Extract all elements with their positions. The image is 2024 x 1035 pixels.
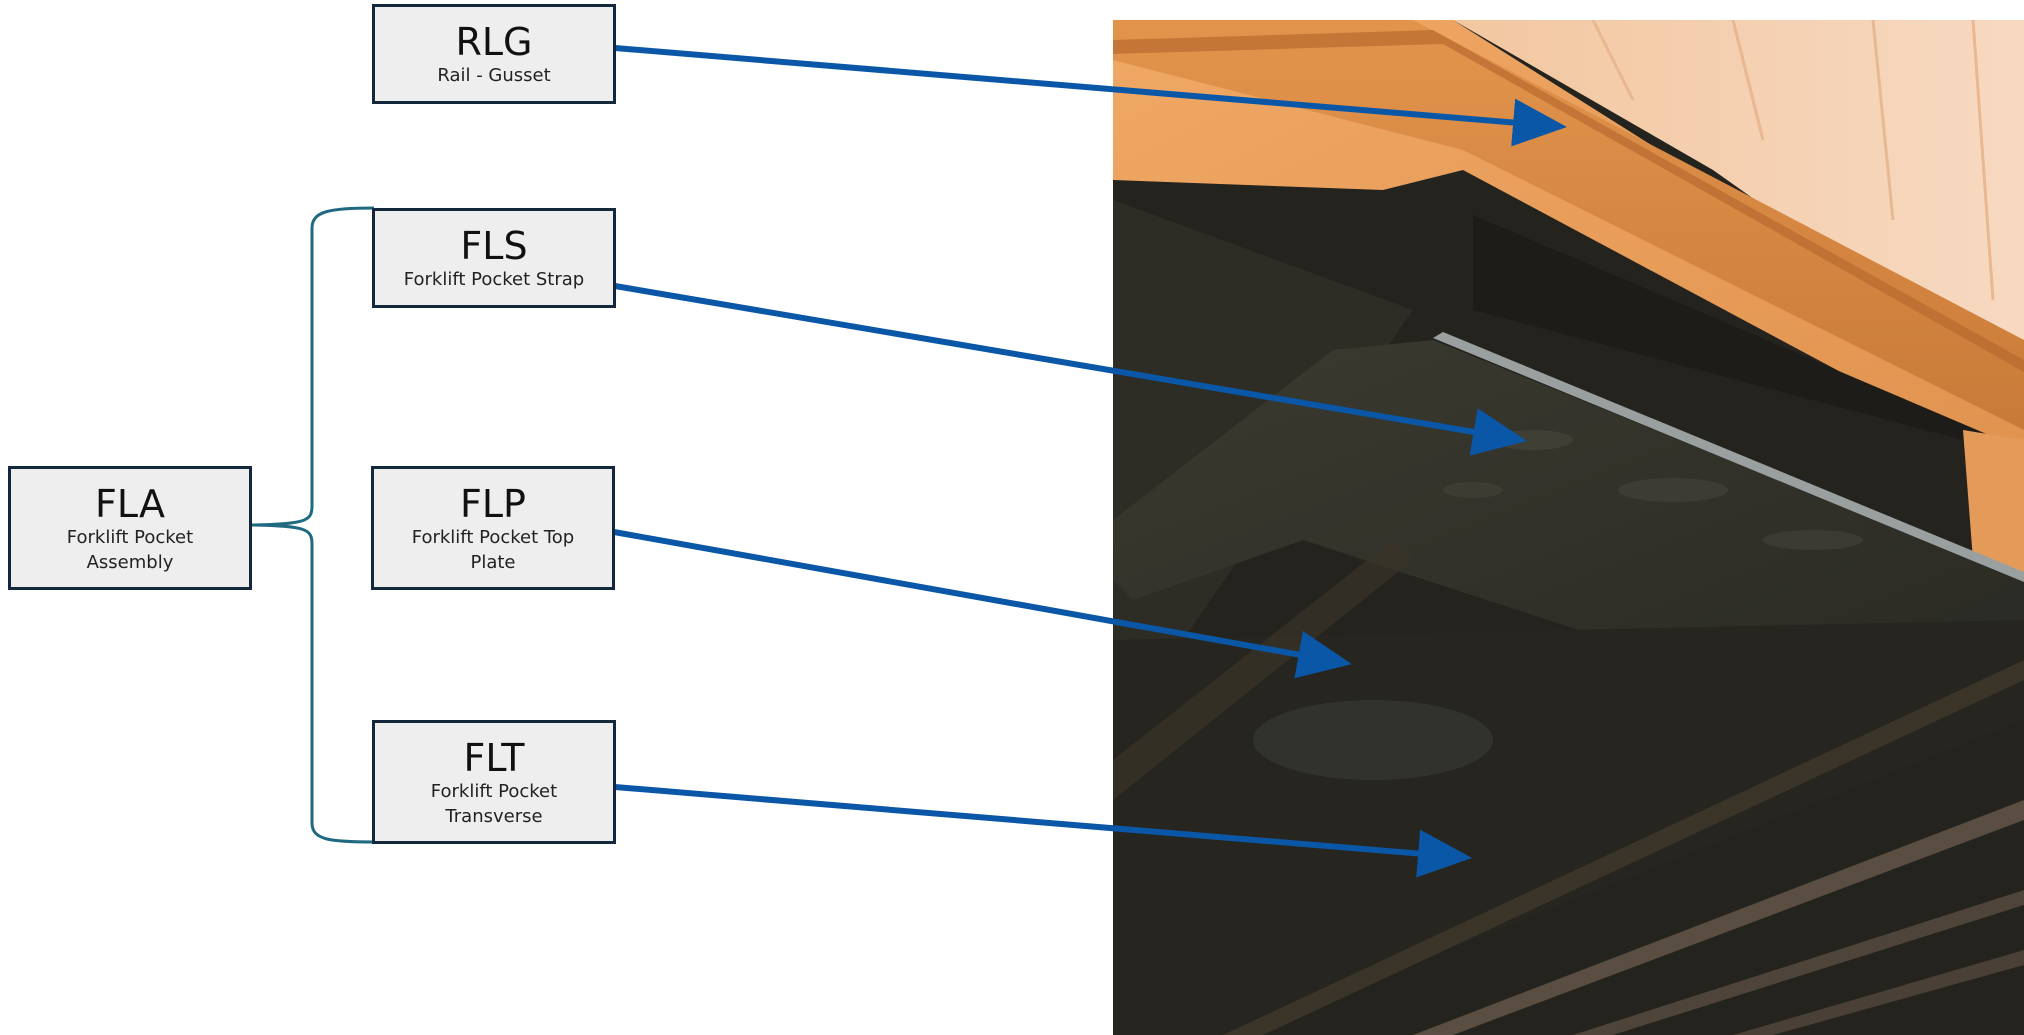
arrow-fls <box>614 283 1527 456</box>
label-rlg-code: RLG <box>455 20 533 64</box>
arrow-rlg <box>614 45 1567 147</box>
label-flt-description: Forklift Pocket Transverse <box>430 781 558 827</box>
label-flp-code: FLP <box>460 482 526 526</box>
label-rlg-description: Rail - Gusset <box>437 65 551 86</box>
railcar-underside-photo <box>1113 20 2024 1035</box>
label-fls-code: FLS <box>460 224 528 268</box>
label-flp-description: Forklift Pocket Top Plate <box>411 527 575 573</box>
label-flp: FLP Forklift Pocket Top Plate <box>371 466 615 590</box>
label-fls: FLS Forklift Pocket Strap <box>372 208 616 308</box>
label-fla: FLA Forklift Pocket Assembly <box>8 466 252 590</box>
label-fla-code: FLA <box>95 482 165 526</box>
label-fla-description: Forklift Pocket Assembly <box>66 527 194 573</box>
arrow-flt <box>614 784 1472 878</box>
group-bracket <box>251 206 375 844</box>
label-flt-code: FLT <box>463 736 525 780</box>
label-flt: FLT Forklift Pocket Transverse <box>372 720 616 844</box>
label-rlg: RLG Rail - Gusset <box>372 4 616 104</box>
arrow-flp <box>613 529 1352 679</box>
label-fls-description: Forklift Pocket Strap <box>403 269 585 290</box>
